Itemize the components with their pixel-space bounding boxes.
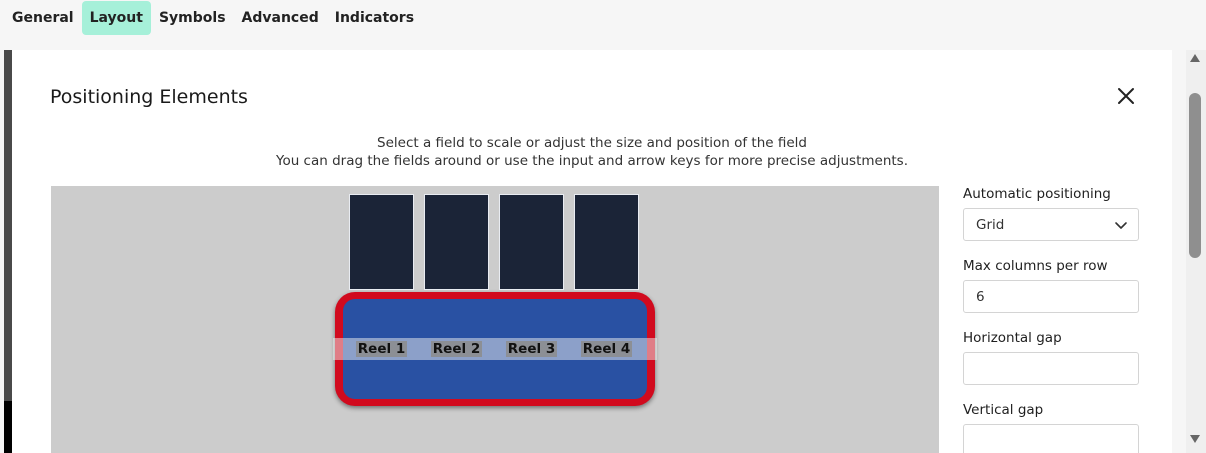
scroll-up-arrow-icon[interactable] <box>1190 54 1200 62</box>
reel-3[interactable] <box>499 194 564 290</box>
instruction-line-1: Select a field to scale or adjust the si… <box>377 135 807 151</box>
positioning-modal: Positioning Elements Select a field to s… <box>12 50 1172 453</box>
auto-positioning-value: Grid <box>976 216 1005 233</box>
scroll-down-arrow-icon[interactable] <box>1190 435 1200 443</box>
vertical-gap-label: Vertical gap <box>963 402 1044 418</box>
auto-positioning-select[interactable]: Grid <box>963 208 1139 241</box>
reel-4[interactable] <box>574 194 639 290</box>
vertical-gap-input[interactable] <box>963 424 1139 453</box>
left-rail-nub <box>4 401 12 453</box>
horizontal-gap-label: Horizontal gap <box>963 330 1062 346</box>
tab-general[interactable]: General <box>12 10 74 26</box>
tab-symbols[interactable]: Symbols <box>158 10 226 26</box>
horizontal-gap-input[interactable] <box>963 352 1139 385</box>
tab-advanced[interactable]: Advanced <box>241 10 319 26</box>
reel-2[interactable] <box>424 194 489 290</box>
close-button[interactable] <box>1116 86 1136 106</box>
scrollbar[interactable] <box>1186 50 1206 453</box>
chevron-down-icon <box>1115 222 1127 229</box>
tab-bar: General Layout Symbols Advanced Indicato… <box>0 0 1206 36</box>
left-rail <box>4 50 12 453</box>
auto-positioning-label: Automatic positioning <box>963 186 1111 202</box>
modal-title: Positioning Elements <box>50 86 248 108</box>
reel-1[interactable] <box>349 194 414 290</box>
max-columns-input[interactable]: 6 <box>963 280 1139 313</box>
max-columns-value: 6 <box>976 288 985 305</box>
max-columns-label: Max columns per row <box>963 258 1108 274</box>
tab-layout[interactable]: Layout <box>81 1 151 35</box>
instruction-line-2: You can drag the fields around or use th… <box>276 153 908 169</box>
reel-frame[interactable] <box>335 292 655 406</box>
reel-frame-inner <box>343 299 647 399</box>
close-icon <box>1118 88 1134 104</box>
tab-indicators[interactable]: Indicators <box>334 10 415 26</box>
layout-canvas[interactable]: Reel 1 Reel 2 Reel 3 Reel 4 <box>51 186 939 453</box>
scrollbar-thumb[interactable] <box>1189 93 1201 258</box>
